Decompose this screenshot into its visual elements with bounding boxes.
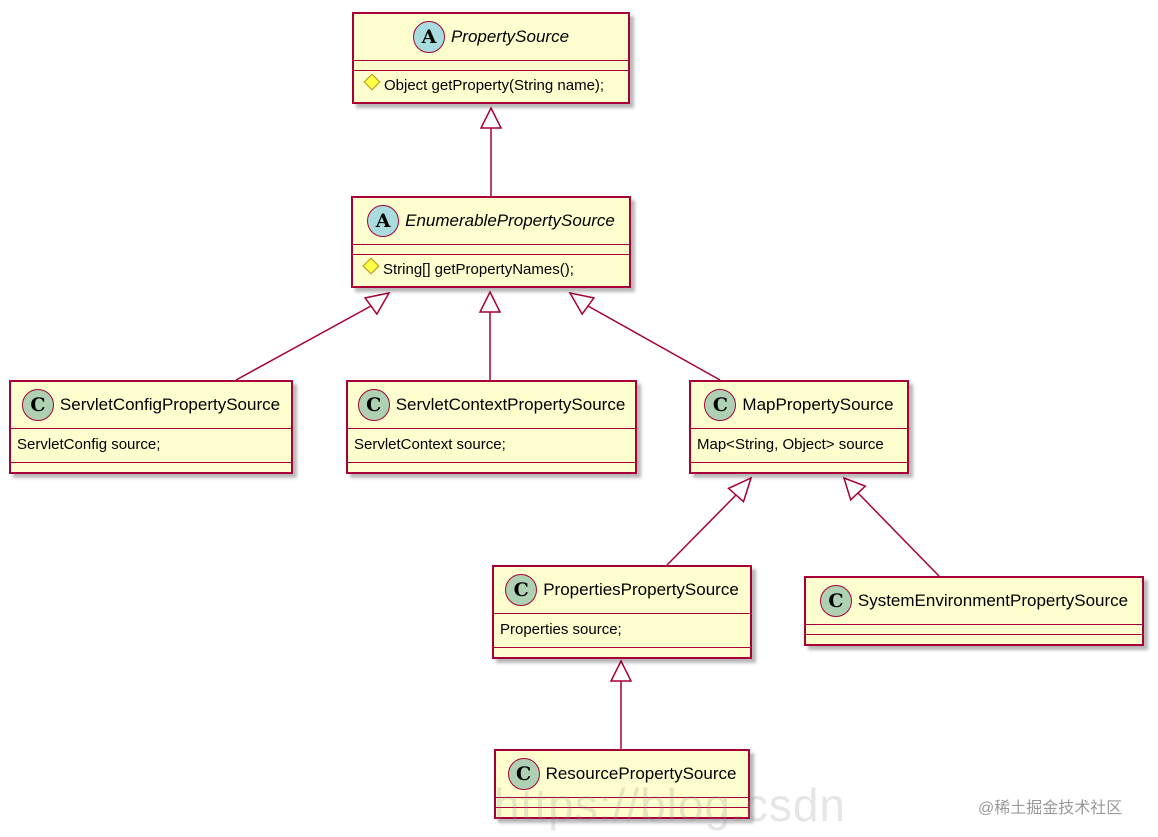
class-icon: C [704, 389, 737, 421]
class-name: ServletContextPropertySource [395, 395, 626, 414]
arrow-line [235, 305, 372, 381]
fields-compartment [353, 245, 629, 255]
class-servlet-config-property-source[interactable]: C ServletConfigPropertySource ServletCon… [9, 380, 293, 474]
class-header: C SystemEnvironmentPropertySource [806, 578, 1142, 625]
class-icon: C [357, 389, 390, 421]
protected-visibility-icon [363, 73, 381, 91]
fields-compartment: ServletConfig source; [11, 429, 291, 463]
methods-compartment [494, 648, 750, 657]
fields-compartment [496, 798, 748, 808]
class-map-property-source[interactable]: C MapPropertySource Map<String, Object> … [689, 380, 909, 474]
abstract-class-icon: A [412, 21, 445, 53]
edge-servlet-context-to-enumerable [478, 290, 502, 380]
class-enumerable-property-source[interactable]: A EnumerablePropertySource String[] getP… [351, 196, 631, 288]
protected-visibility-icon [362, 257, 380, 275]
generalization-arrowhead [727, 476, 753, 503]
arrow-line [587, 305, 721, 381]
field-declaration: ServletContext source; [354, 436, 506, 453]
class-header: C PropertiesPropertySource [494, 567, 750, 614]
class-header: C ServletConfigPropertySource [11, 382, 291, 429]
class-icon: C [819, 585, 852, 617]
abstract-class-icon: A [367, 205, 400, 237]
methods-compartment [806, 635, 1142, 644]
class-header: A PropertySource [354, 14, 628, 61]
class-icon: C [505, 574, 538, 606]
class-name: PropertySource [450, 27, 570, 46]
methods-compartment [11, 463, 291, 472]
class-properties-property-source[interactable]: C PropertiesPropertySource Properties so… [492, 565, 752, 659]
class-icon: C [21, 389, 54, 421]
class-name: SystemEnvironmentPropertySource [857, 591, 1129, 610]
field-declaration: Properties source; [500, 621, 622, 638]
class-servlet-context-property-source[interactable]: C ServletContextPropertySource ServletCo… [346, 380, 637, 474]
fields-compartment [354, 61, 628, 71]
methods-compartment: Object getProperty(String name); [354, 71, 628, 102]
edge-system-environment-to-map [842, 476, 940, 577]
fields-compartment: Properties source; [494, 614, 750, 648]
field-declaration: ServletConfig source; [17, 436, 161, 453]
methods-compartment [691, 463, 907, 472]
generalization-arrowhead [568, 291, 596, 316]
class-name: MapPropertySource [742, 395, 894, 414]
class-icon: C [507, 758, 540, 790]
class-name: EnumerablePropertySource [405, 211, 615, 230]
class-header: A EnumerablePropertySource [353, 198, 629, 245]
class-name: PropertiesPropertySource [543, 580, 739, 599]
class-header: C ServletContextPropertySource [348, 382, 635, 429]
edge-resource-to-properties [609, 659, 633, 749]
field-declaration: Map<String, Object> source [697, 436, 884, 453]
generalization-arrowhead [842, 476, 867, 502]
edge-enumerable-to-property-source [479, 106, 503, 196]
arrow-line [857, 492, 940, 577]
methods-compartment [348, 463, 635, 472]
generalization-arrowhead [478, 290, 502, 313]
method-signature: Object getProperty(String name); [384, 77, 605, 94]
class-header: C MapPropertySource [691, 382, 907, 429]
class-property-source[interactable]: A PropertySource Object getProperty(Stri… [352, 12, 630, 104]
generalization-arrowhead [609, 659, 633, 682]
edge-properties-to-map [666, 476, 753, 566]
class-header: C ResourcePropertySource [496, 751, 748, 798]
class-name: ServletConfigPropertySource [59, 395, 281, 414]
method-signature: String[] getPropertyNames(); [383, 261, 574, 278]
generalization-arrowhead [363, 291, 391, 316]
class-resource-property-source[interactable]: C ResourcePropertySource [494, 749, 750, 819]
edge-servlet-config-to-enumerable [235, 291, 391, 381]
arrow-line [666, 494, 737, 566]
source-watermark: @稀土掘金技术社区 [978, 800, 1123, 817]
methods-compartment: String[] getPropertyNames(); [353, 255, 629, 286]
overlay-watermark: https://blog.csdn [494, 779, 846, 831]
fields-compartment [806, 625, 1142, 635]
fields-compartment: ServletContext source; [348, 429, 635, 463]
class-name: ResourcePropertySource [545, 764, 737, 783]
class-system-environment-property-source[interactable]: C SystemEnvironmentPropertySource [804, 576, 1144, 646]
fields-compartment: Map<String, Object> source [691, 429, 907, 463]
generalization-arrowhead [479, 106, 503, 129]
edge-map-to-enumerable [568, 291, 721, 381]
